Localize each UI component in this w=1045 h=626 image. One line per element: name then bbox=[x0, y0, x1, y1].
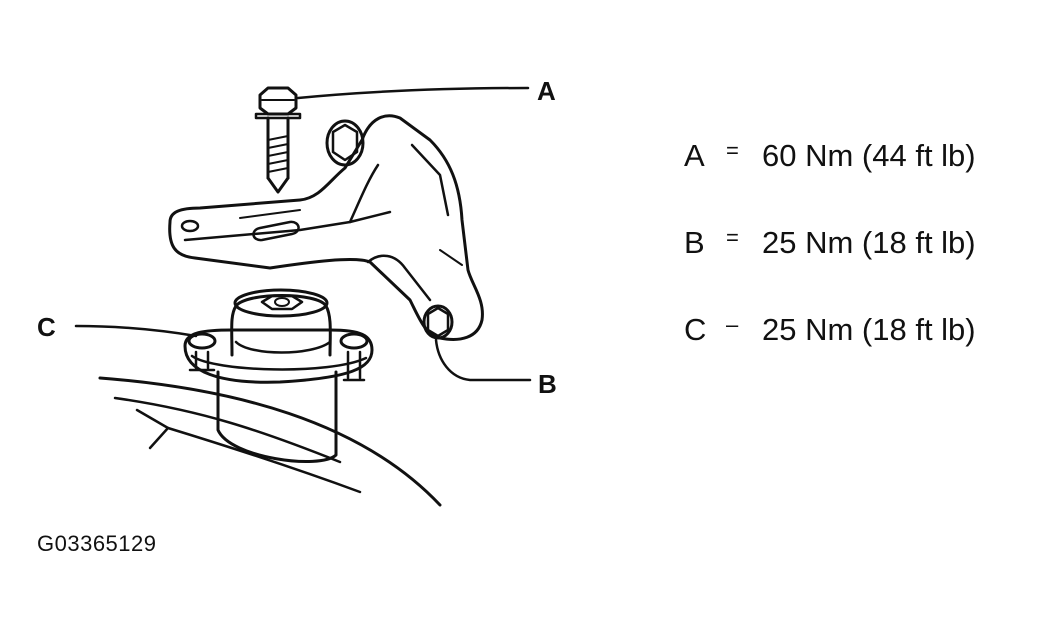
callout-label-a: A bbox=[537, 76, 556, 106]
leader-line-b bbox=[434, 338, 532, 382]
body-panel-curves bbox=[98, 376, 442, 507]
leader-lines bbox=[74, 86, 532, 382]
spec-letter: B bbox=[684, 225, 705, 260]
bolt-a bbox=[254, 86, 302, 194]
spec-separator: – bbox=[726, 312, 739, 337]
callout-label-b: B bbox=[538, 369, 557, 399]
torque-spec-b: B = 25 Nm (18 ft lb) bbox=[684, 223, 1024, 310]
spec-separator: = bbox=[726, 225, 739, 250]
spec-value: 60 Nm (44 ft lb) bbox=[762, 138, 976, 173]
torque-spec-list: A = 60 Nm (44 ft lb) B = 25 Nm (18 ft lb… bbox=[684, 136, 1024, 397]
spec-separator: = bbox=[726, 138, 739, 163]
leader-line-c bbox=[74, 324, 198, 338]
spec-value: 25 Nm (18 ft lb) bbox=[762, 225, 976, 260]
spec-letter: C bbox=[684, 312, 707, 347]
spec-value: 25 Nm (18 ft lb) bbox=[762, 312, 976, 347]
spec-letter: A bbox=[684, 138, 705, 173]
torque-spec-c: C – 25 Nm (18 ft lb) bbox=[684, 310, 1024, 397]
mount-bracket bbox=[168, 114, 484, 341]
engine-mount-base bbox=[183, 288, 374, 463]
figure-id: G03365129 bbox=[37, 531, 157, 556]
torque-spec-a: A = 60 Nm (44 ft lb) bbox=[684, 136, 1024, 223]
callout-label-c: C bbox=[37, 312, 56, 342]
leader-line-a bbox=[296, 86, 530, 100]
